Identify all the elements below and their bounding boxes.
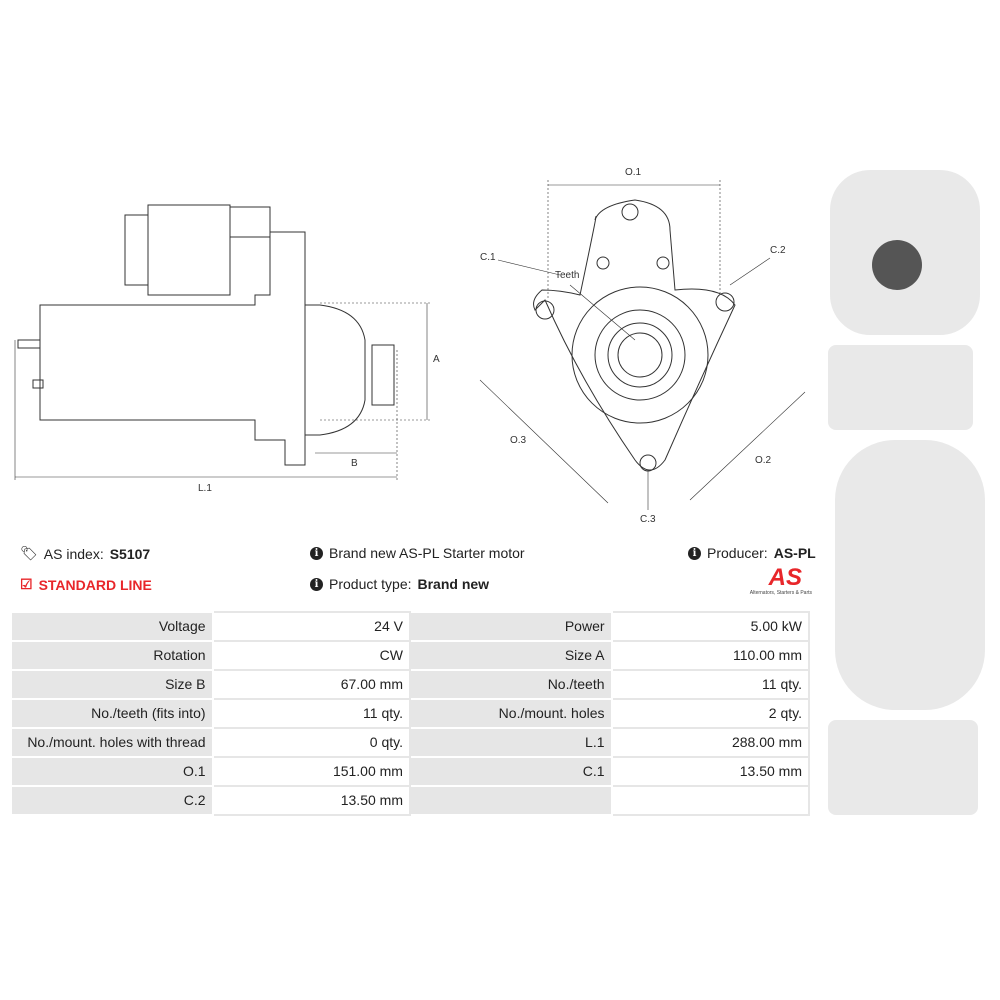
line-label: STANDARD LINE — [38, 576, 152, 593]
label-c1: C.1 — [480, 252, 496, 263]
table-row: No./teeth (fits into)11 qty.No./mount. h… — [10, 698, 811, 729]
product-photo-side — [828, 345, 973, 430]
product-type: i Product type: Brand new — [310, 576, 489, 592]
label-b: B — [351, 458, 358, 469]
spec-label: No./mount. holes — [408, 698, 613, 729]
standard-line: ☑ STANDARD LINE — [20, 576, 152, 593]
info-icon: i — [310, 546, 323, 560]
spec-label: Size A — [408, 640, 613, 671]
logo-tagline: Alternators, Starters & Parts — [749, 590, 812, 596]
spec-label: O.1 — [10, 756, 214, 787]
spec-label: No./teeth (fits into) — [10, 698, 214, 729]
pinion-photo-detail — [872, 240, 922, 290]
producer: i Producer: AS-PL — [688, 545, 816, 561]
spec-label: L.1 — [408, 727, 613, 758]
label-c2: C.2 — [770, 245, 786, 256]
tags-icon: 🏷 — [20, 545, 38, 561]
spec-label: Size B — [10, 669, 214, 700]
label-teeth: Teeth — [555, 270, 579, 281]
spec-label: C.1 — [408, 756, 613, 787]
spec-label: Power — [408, 611, 613, 642]
spec-label: C.2 — [10, 785, 214, 816]
front-view-diagram: O.1 O.2 O.3 C.1 C.2 C.3 Teeth — [479, 167, 806, 525]
spec-value: CW — [211, 640, 411, 671]
spec-value: 67.00 mm — [211, 669, 411, 700]
logo-text: AS — [768, 564, 802, 591]
as-logo: AS Alternators, Starters & Parts — [722, 564, 812, 597]
label-a: A — [433, 354, 440, 365]
spec-label: No./mount. holes with thread — [10, 727, 214, 758]
as-index-label: AS index: — [43, 545, 104, 562]
label-l1: L.1 — [198, 483, 212, 494]
spec-value: 2 qty. — [610, 698, 811, 729]
spec-value: 13.50 mm — [211, 785, 411, 816]
checkbox-icon: ☑ — [20, 576, 33, 592]
side-view-diagram: A B L.1 — [14, 204, 440, 494]
as-index: 🏷 AS index: S5107 — [20, 545, 150, 562]
spec-value: 11 qty. — [211, 698, 411, 729]
description-text: Brand new AS-PL Starter motor — [329, 545, 525, 561]
label-o1: O.1 — [625, 167, 642, 178]
info-icon: i — [310, 577, 323, 591]
spec-label: Rotation — [10, 640, 214, 671]
as-index-value: S5107 — [109, 545, 151, 562]
spec-value: 288.00 mm — [610, 727, 811, 758]
spec-label: Voltage — [10, 611, 214, 642]
spec-value: 24 V — [211, 611, 411, 642]
product-type-value: Brand new — [417, 576, 490, 592]
product-type-label: Product type: — [329, 576, 412, 592]
description: i Brand new AS-PL Starter motor — [310, 545, 525, 561]
spec-value: 0 qty. — [211, 727, 411, 758]
spec-value: 13.50 mm — [610, 756, 811, 787]
spec-value: 110.00 mm — [610, 640, 811, 671]
label-o2: O.2 — [755, 455, 772, 466]
spec-value: 11 qty. — [610, 669, 811, 700]
product-photo-rear — [835, 440, 985, 710]
spec-value — [610, 785, 811, 816]
label-o3: O.3 — [510, 435, 527, 446]
spec-value: 151.00 mm — [211, 756, 411, 787]
product-photo-side-2 — [828, 720, 978, 815]
producer-value: AS-PL — [773, 545, 816, 561]
spec-label — [408, 785, 613, 816]
info-icon: i — [688, 546, 701, 560]
spec-value: 5.00 kW — [610, 611, 811, 642]
producer-label: Producer: — [707, 545, 768, 561]
spec-label: No./teeth — [408, 669, 613, 700]
label-c3: C.3 — [640, 514, 656, 525]
